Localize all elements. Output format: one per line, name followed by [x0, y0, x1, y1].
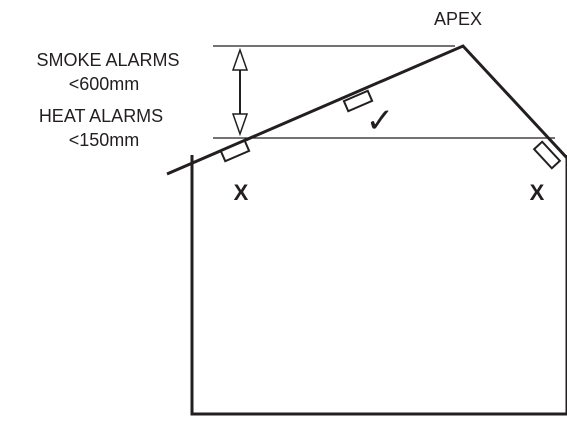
incorrect-mark-right: X [530, 180, 545, 205]
correct-mark: ✓ [366, 102, 395, 140]
apex-label: APEX [434, 9, 482, 29]
roof-line [166, 44, 567, 176]
house-walls [190, 155, 567, 416]
alarm-incorrect-left [219, 139, 251, 163]
smoke-limit-label: <600mm [69, 74, 140, 94]
heat-limit-label: <150mm [69, 130, 140, 150]
alarm-incorrect-right [532, 140, 562, 170]
heat-alarms-label: HEAT ALARMS [39, 106, 163, 126]
incorrect-mark-left: X [234, 180, 249, 205]
dimension-arrow [231, 47, 249, 137]
smoke-alarms-label: SMOKE ALARMS [36, 50, 179, 70]
alarm-correct [342, 89, 374, 113]
